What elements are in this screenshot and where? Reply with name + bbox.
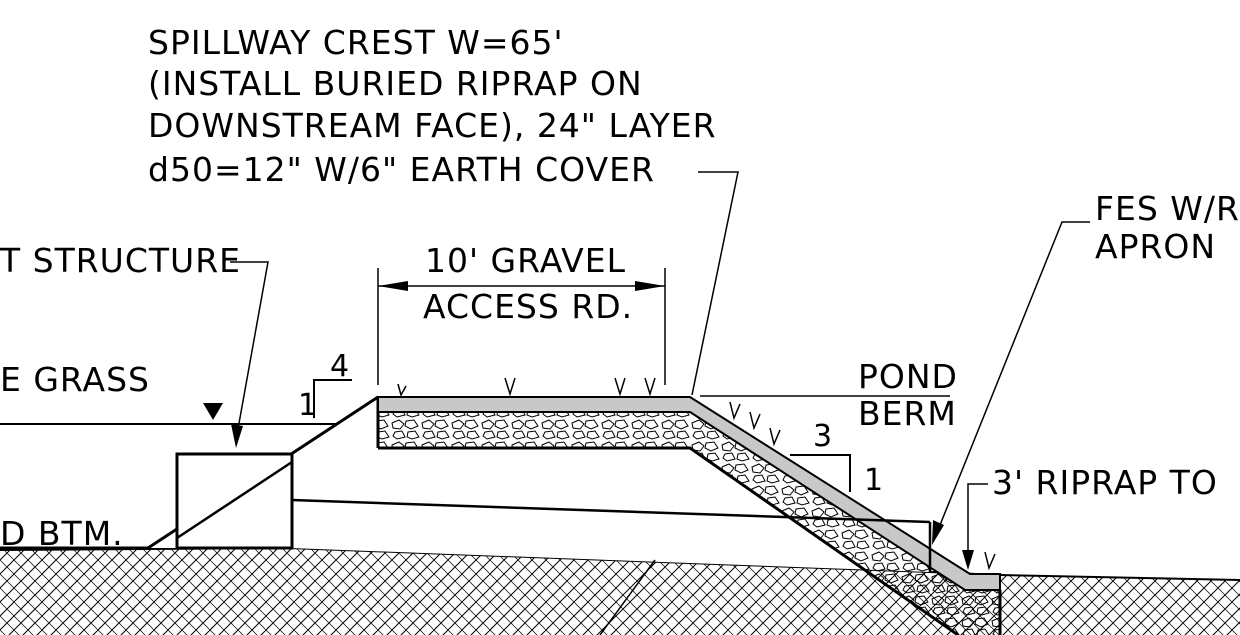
callout-line-3: DOWNSTREAM FACE), 24" LAYER — [148, 106, 717, 145]
cover-ticks — [397, 377, 996, 571]
fes-label-1: FES W/R — [1095, 189, 1240, 228]
pond-berm-label-1: POND — [858, 357, 958, 396]
upstream-slope-rise: 1 — [298, 388, 318, 423]
callout-line-1: SPILLWAY CREST W=65' — [148, 23, 564, 62]
gravel-road-label-2: ACCESS RD. — [423, 287, 633, 326]
callout-line-2: (INSTALL BURIED RIPRAP ON — [148, 64, 643, 103]
leader-fes-arrow — [932, 520, 944, 545]
gravel-dim-arrow-right — [635, 281, 665, 291]
leader-riprap-toe — [967, 483, 988, 562]
upstream-slope-run: 4 — [330, 349, 350, 384]
leader-riprap-toe-arrow — [962, 550, 974, 570]
upstream-slope-indicator — [313, 379, 352, 418]
barrel-pipe-top — [291, 498, 931, 524]
leader-structure-arrow — [231, 424, 243, 448]
upstream-slope-through-box — [176, 460, 293, 540]
riprap-toe-label: 3' RIPRAP TO — [992, 463, 1218, 502]
leader-structure — [230, 261, 269, 441]
water-level-triangle — [203, 403, 223, 420]
downstream-slope-indicator — [790, 454, 851, 492]
earth-cover-band — [377, 396, 1001, 591]
leader-spillway-crest — [691, 171, 739, 396]
leader-fes — [935, 221, 1090, 536]
downstream-slope-rise: 1 — [864, 463, 884, 498]
fes-label-2: APRON — [1095, 227, 1216, 266]
pond-berm-label-2: BERM — [858, 394, 957, 433]
riprap-layer-bottom — [378, 446, 959, 635]
gravel-dim-arrow-left — [378, 281, 408, 291]
grass-label: E GRASS — [0, 360, 150, 399]
downstream-slope-run: 3 — [813, 419, 833, 454]
gravel-road-label-1: 10' GRAVEL — [425, 241, 626, 280]
callout-line-4: d50=12" W/6" EARTH COVER — [148, 150, 655, 189]
structure-label: T STRUCTURE — [0, 241, 241, 280]
pond-bottom-label: D BTM. — [0, 514, 124, 553]
leader-pipe-label — [599, 559, 656, 635]
